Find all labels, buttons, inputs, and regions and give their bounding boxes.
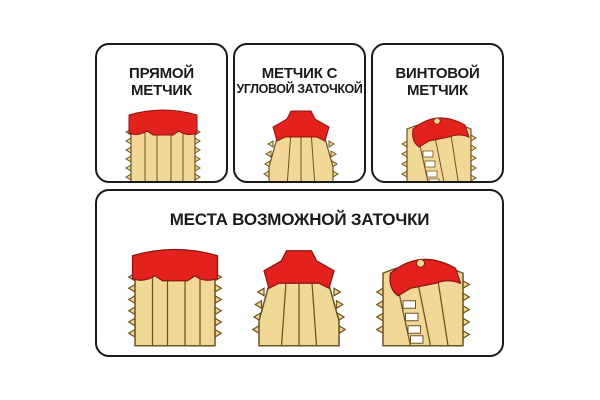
regrind-zones-title: МЕСТА ВОЗМОЖНОЙ ЗАТОЧКИ	[169, 210, 430, 229]
spiral-tap-label: ВИНТОВОЙ МЕТЧИК	[395, 65, 480, 99]
spiral-tap-icon	[401, 117, 477, 181]
straight-tap-panel: ПРЯМОЙ МЕТЧИК	[95, 43, 228, 183]
straight-tap-icon	[125, 109, 201, 181]
straight-tap-regrind-icon	[128, 248, 222, 347]
angled-tap-panel: МЕТЧИК С УГЛОВОЙ ЗАТОЧКОЙ	[233, 43, 366, 183]
angled-tap-label: МЕТЧИК С УГЛОВОЙ ЗАТОЧКОЙ	[236, 65, 363, 96]
spiral-tap-regrind-icon	[376, 258, 470, 347]
angled-tap-icon	[263, 110, 339, 181]
regrind-zones-panel: МЕСТА ВОЗМОЖНОЙ ЗАТОЧКИ	[95, 189, 504, 357]
angled-tap-regrind-icon	[252, 250, 346, 347]
straight-tap-label: ПРЯМОЙ МЕТЧИК	[129, 65, 194, 99]
spiral-tap-panel: ВИНТОВОЙ МЕТЧИК	[371, 43, 504, 183]
